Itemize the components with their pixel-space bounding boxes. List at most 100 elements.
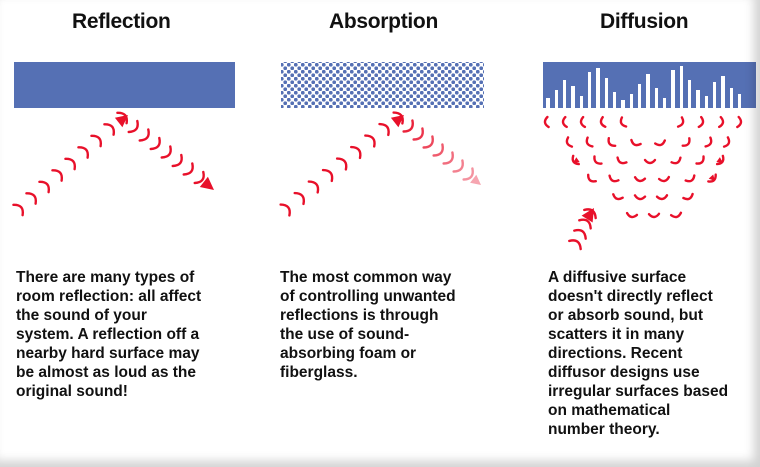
wavefront-arc (655, 194, 669, 201)
diffusor-slot (705, 96, 708, 108)
arrowhead (581, 208, 594, 223)
wavefront-arc (578, 218, 592, 230)
wavefront-arc (90, 134, 103, 148)
diffusor-slot (555, 90, 558, 108)
diffusor-slot (638, 84, 641, 108)
wavefront-arc (462, 167, 474, 181)
wavefront-arc (279, 203, 291, 217)
wavefront-arc (684, 174, 696, 183)
wavefront-arc (138, 128, 150, 142)
wavefront-arc (452, 159, 464, 173)
diffusor-slot (655, 88, 658, 108)
wavefront-arc (630, 138, 642, 147)
wavefront-arc (599, 116, 607, 128)
diffusor-slot (580, 96, 583, 108)
absorption-heading: Absorption (329, 10, 438, 33)
wavefront-arc (412, 127, 424, 141)
wavefront-arc (432, 143, 444, 157)
wavefront-arc (697, 115, 705, 129)
wavefront-arc (657, 175, 671, 183)
wavefront-arc (561, 115, 568, 129)
diffusor-slot (663, 98, 666, 108)
arrowhead (573, 157, 580, 163)
absorption-porous-surface (281, 62, 484, 108)
diffusor-slot (588, 72, 591, 108)
wavefront-arc (293, 191, 306, 206)
arrowhead (708, 174, 715, 181)
diffusor-slot (571, 86, 575, 108)
diffusor-slot (646, 74, 650, 108)
wavefront-arc (619, 116, 628, 128)
wavefront-arc (38, 180, 51, 194)
wavefront-arc (422, 135, 434, 149)
diffusor-slot (721, 76, 725, 108)
wavefront-arc (127, 119, 139, 134)
wavefront-arc (171, 153, 183, 168)
wavefront-arc (565, 136, 574, 148)
wavefront-arc (643, 158, 657, 165)
wavefront-arc (571, 154, 580, 166)
wavefront-arc (335, 157, 348, 171)
diffusor-slot (671, 70, 675, 108)
arrowhead (716, 157, 723, 163)
wavefront-arc (364, 134, 376, 148)
wavefront-arc (568, 239, 582, 251)
diffusion-scattered-waves (543, 115, 743, 251)
wavefront-arc (670, 156, 682, 165)
wavefront-arc (704, 136, 713, 148)
wavefront-arc (633, 176, 647, 183)
arrowhead (199, 176, 214, 190)
wavefront-arc (543, 115, 550, 129)
wavefront-arc (350, 145, 362, 160)
diffusor-slot (546, 98, 550, 108)
diffusion-heading: Diffusion (600, 10, 689, 33)
wavefront-arc (392, 111, 404, 125)
arrowhead (470, 174, 481, 185)
wavefront-arc (378, 122, 390, 137)
diffusor-slot (630, 94, 633, 108)
diffusor-slot (621, 100, 625, 108)
wavefront-arc (608, 174, 620, 183)
wavefront-arc (77, 146, 90, 159)
wavefront-arc (579, 115, 587, 129)
wavefront-arc (12, 203, 25, 217)
wavefront-arc (625, 211, 639, 219)
diffusor-slot (680, 66, 683, 108)
wavefront-arc (116, 111, 129, 125)
wavefront-arc (681, 137, 691, 147)
diffusion-irregular-surface (543, 62, 756, 108)
wavefront-arc (654, 139, 666, 147)
diffusor-slot (738, 94, 741, 108)
diffusor-slot (713, 82, 716, 108)
reflection-wave-path (12, 111, 214, 217)
wavefront-arc (586, 173, 597, 183)
wavefront-arc (64, 157, 77, 171)
diffusor-slot (696, 90, 700, 108)
wavefront-arc (682, 192, 694, 201)
diffusor-slot (596, 68, 600, 108)
wavefront-arc (616, 156, 628, 165)
wavefront-arc (607, 137, 617, 148)
wavefront-arc (51, 169, 64, 182)
diffusor-slot (688, 80, 691, 108)
wavefront-arc (647, 212, 661, 219)
wavefront-arc (25, 192, 38, 205)
diffusor-slot (563, 80, 566, 108)
wavefront-arc (585, 136, 594, 148)
wavefront-arc (103, 123, 116, 136)
wavefront-arc (695, 155, 705, 165)
wavefront-arc (633, 194, 647, 201)
wavefront-arc (669, 211, 683, 219)
wavefront-arc (676, 116, 685, 128)
wavefront-arc (612, 193, 624, 201)
wavefront-arc (149, 136, 161, 151)
diffusor-slot (613, 92, 616, 108)
wavefront-arc (442, 151, 454, 165)
wavefront-arc (722, 136, 731, 148)
arrowhead (114, 115, 128, 128)
wavefront-arc (593, 155, 603, 165)
